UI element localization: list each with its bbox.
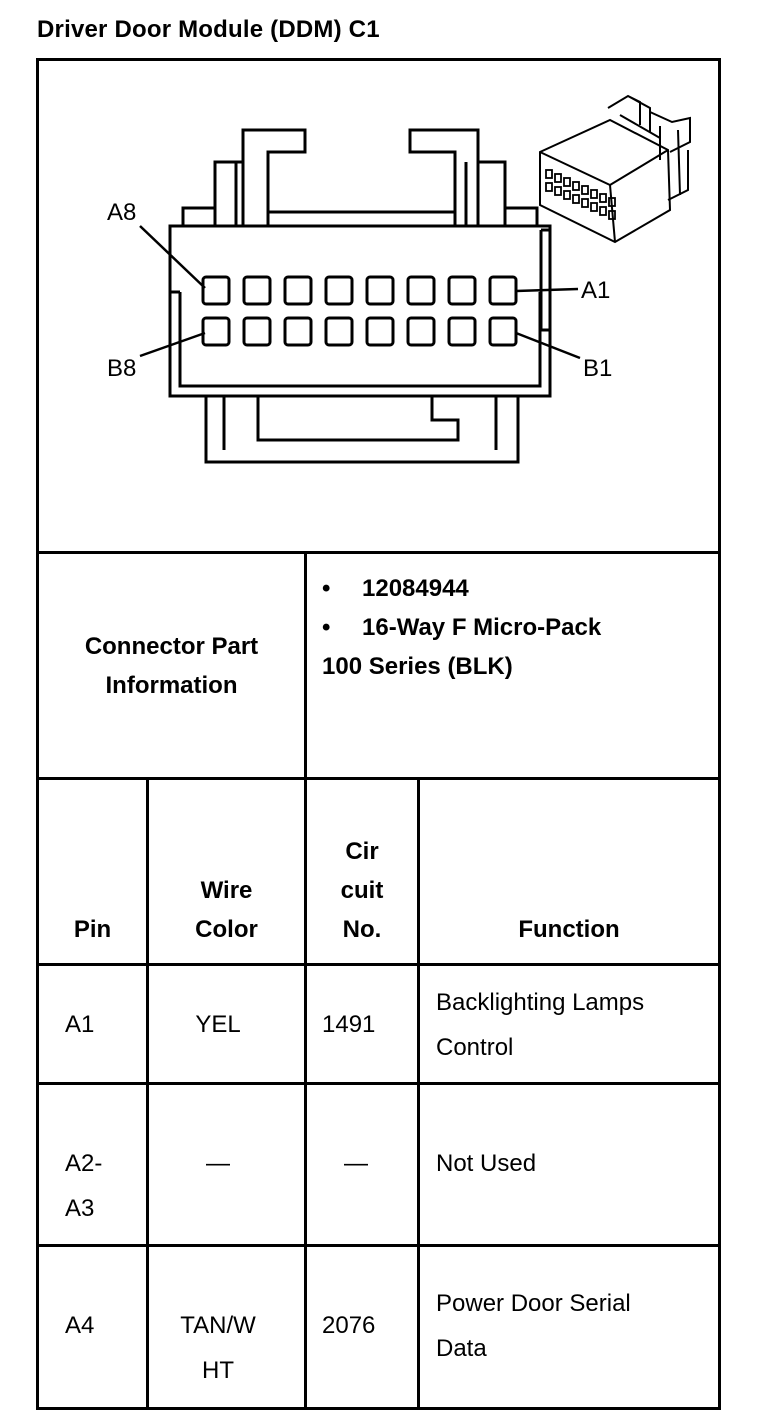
header-wire-color: Wire Color	[195, 877, 258, 943]
pin-label-b1: B1	[583, 355, 612, 382]
table-cell-circuit: 2076	[322, 1312, 376, 1339]
bullet: •	[322, 614, 331, 641]
pin-row-b	[201, 316, 518, 347]
table-cell-wire-color: YEL	[195, 1011, 241, 1038]
header-pin: Pin	[73, 916, 112, 943]
header-circuit-no: Cir cuit No.	[340, 838, 384, 943]
connector-description: 16-Way F Micro-Pack	[362, 614, 602, 641]
connector-diagram: A8 A1 B8 B1	[107, 94, 691, 464]
connector-info-label: Connector Part Information	[84, 633, 259, 699]
table-cell-function: Not Used	[436, 1150, 537, 1177]
connector-info-value: • 12084944 • 16-Way F Micro-Pack 100 Serie…	[322, 569, 712, 686]
table-cell-pin: A2- A3	[65, 1150, 103, 1222]
table-cell-circuit: 1491	[322, 1011, 376, 1038]
divider	[417, 777, 420, 1410]
table-cell-wire-color: —	[206, 1150, 230, 1177]
bullet: •	[322, 575, 331, 602]
divider	[36, 1244, 721, 1247]
connector-series: 100 Series (BLK)	[322, 653, 513, 680]
table-cell-function: Power Door Serial Data	[436, 1290, 631, 1362]
pin-row-a	[201, 275, 518, 306]
table-cell-circuit: —	[344, 1150, 368, 1177]
divider	[36, 551, 721, 554]
divider	[304, 551, 307, 1410]
table-cell-pin: A4	[65, 1312, 95, 1339]
table-cell-wire-color: TAN/W HT	[180, 1312, 256, 1384]
part-number: 12084944	[362, 575, 469, 602]
divider	[36, 963, 721, 966]
page-title: Driver Door Module (DDM) C1	[37, 16, 380, 43]
table-cell-pin: A1	[65, 1011, 95, 1038]
pin-label-a8: A8	[107, 199, 136, 226]
divider	[36, 777, 721, 780]
divider	[36, 1082, 721, 1085]
connector-table-frame	[36, 58, 721, 1410]
pin-label-b8: B8	[107, 355, 136, 382]
divider	[146, 777, 149, 1410]
connector-isometric-view	[539, 94, 691, 244]
pin-label-a1: A1	[581, 277, 610, 304]
header-function: Function	[518, 916, 620, 943]
table-cell-function: Backlighting Lamps Control	[436, 989, 645, 1061]
